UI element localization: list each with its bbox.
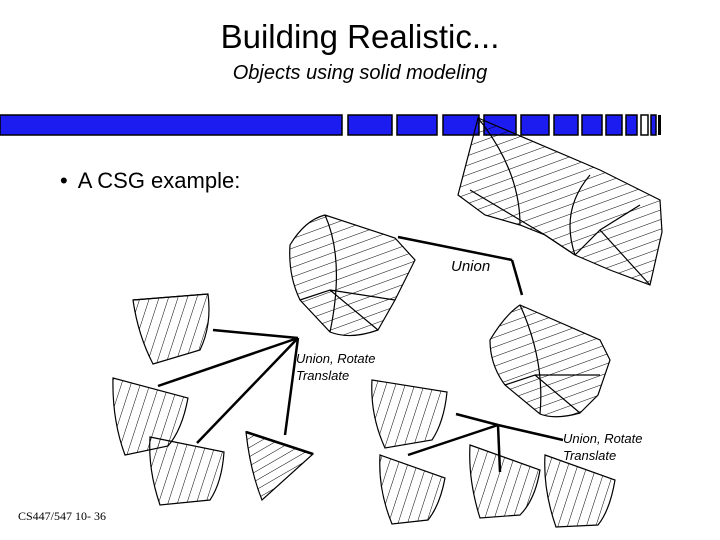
piece-top-right-final xyxy=(457,117,663,286)
piece-left-4 xyxy=(245,430,315,502)
bar-segment xyxy=(650,114,657,136)
slide-footer: CS447/547 10- 36 xyxy=(18,509,107,523)
piece-left-3 xyxy=(149,436,225,506)
bar-segment xyxy=(347,114,393,136)
label-union: Union xyxy=(451,258,491,275)
bar-segment xyxy=(581,114,603,136)
bar-segment xyxy=(605,114,623,136)
piece-left-1 xyxy=(132,293,210,365)
piece-right-4 xyxy=(544,454,616,528)
label-union-rotate: Union, Rotate xyxy=(563,431,643,446)
piece-middle-combined xyxy=(289,214,416,337)
piece-right-2 xyxy=(379,454,446,525)
piece-right-combined xyxy=(489,304,611,418)
bar-segment xyxy=(520,114,550,136)
label-union-rotate-translate-left: Union, Rotate Translate xyxy=(296,350,376,384)
bullet-marker: • xyxy=(60,168,68,193)
piece-right-1 xyxy=(371,379,448,449)
label-translate: Translate xyxy=(563,448,617,463)
label-union-rotate: Union, Rotate xyxy=(296,351,376,366)
label-translate: Translate xyxy=(296,368,350,383)
bar-segment xyxy=(396,114,438,136)
label-union-rotate-translate-right: Union, Rotate Translate xyxy=(563,430,643,464)
bullet-text: A CSG example: xyxy=(77,168,241,193)
connector-right xyxy=(407,412,564,473)
piece-left-2 xyxy=(112,377,189,456)
piece-right-3 xyxy=(469,444,541,519)
bullet-item: • A CSG example: xyxy=(60,168,240,194)
connector-left xyxy=(157,328,300,444)
slide-title: Building Realistic... xyxy=(220,18,500,55)
bar-segment xyxy=(0,114,343,136)
bar-segment xyxy=(553,114,579,136)
bar-segment xyxy=(658,115,661,135)
slide-subtitle: Objects using solid modeling xyxy=(232,62,488,84)
bar-segment xyxy=(640,114,649,136)
bar-segment xyxy=(625,114,638,136)
connector-union xyxy=(397,235,524,296)
